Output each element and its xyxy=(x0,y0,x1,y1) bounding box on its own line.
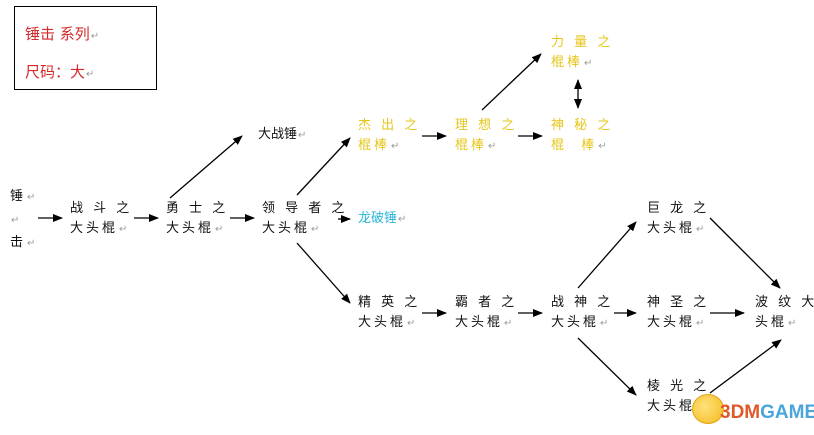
node-lingdao: 领 导 者 之 大头棍↵ xyxy=(262,199,347,240)
node-title: 勇 士 之 xyxy=(166,201,229,216)
edge-zhanshen-julong xyxy=(577,221,637,289)
node-zhanshen: 战 神 之 大头棍↵ xyxy=(551,293,613,334)
node-jiechu: 杰 出 之 棍棒↵ xyxy=(358,116,420,157)
node-subtitle: 大头棍↵ xyxy=(647,315,708,330)
paragraph-mark-icon: ↵ xyxy=(298,130,307,141)
paragraph-mark-icon: ↵ xyxy=(600,318,612,329)
paragraph-mark-icon: ↵ xyxy=(407,318,419,329)
node-subtitle: 棍棒↵ xyxy=(455,138,500,153)
edge-lingdao-jiechu xyxy=(296,137,351,196)
node-zhandou: 战 斗 之 大头棍↵ xyxy=(70,199,132,240)
node-julong: 巨 龙 之 大头棍↵ xyxy=(647,199,709,240)
paragraph-mark-icon: ↵ xyxy=(488,141,500,152)
node-subtitle: 棍 棒↵ xyxy=(551,138,610,153)
node-root-line1: 锤↵ xyxy=(10,189,39,204)
edge-julong-bowen xyxy=(709,217,781,289)
node-root: 锤↵ ↵ 击↵ xyxy=(10,186,38,255)
node-title: 龙破锤↵ xyxy=(358,211,407,226)
legend-size-text: 尺码：大 xyxy=(25,63,86,81)
legend-series-text: 锤击 系列 xyxy=(25,25,90,43)
legend-size: 尺码：大↵ xyxy=(25,61,94,82)
node-title: 理 想 之 xyxy=(455,118,518,133)
paragraph-mark-icon: ↵ xyxy=(696,224,708,235)
paragraph-mark-icon: ↵ xyxy=(27,192,39,203)
node-subtitle: 棍棒↵ xyxy=(551,55,596,70)
legend-box: 锤击 系列↵ 尺码：大↵ xyxy=(14,6,157,90)
node-root-line2: ↵ xyxy=(10,209,38,232)
mascot-bird-icon xyxy=(692,394,724,424)
node-title: 杰 出 之 xyxy=(358,118,421,133)
paragraph-mark-icon: ↵ xyxy=(11,215,23,226)
node-bazhe: 霸 者 之 大头棍↵ xyxy=(455,293,517,334)
paragraph-mark-icon: ↵ xyxy=(86,69,95,80)
paragraph-mark-icon: ↵ xyxy=(215,224,227,235)
node-title: 战 神 之 xyxy=(551,295,614,310)
node-title: 神 秘 之 xyxy=(551,118,614,133)
node-bowen: 波 纹 大 头棍↵ xyxy=(755,293,814,334)
node-subtitle: 大头棍↵ xyxy=(166,221,227,236)
paragraph-mark-icon: ↵ xyxy=(119,224,131,235)
paragraph-mark-icon: ↵ xyxy=(504,318,516,329)
node-subtitle: 大头棍↵ xyxy=(647,221,708,236)
node-title: 棱 光 之 xyxy=(647,379,710,394)
node-subtitle: 大头棍↵ xyxy=(455,315,516,330)
node-title: 战 斗 之 xyxy=(70,201,133,216)
node-title: 波 纹 大 xyxy=(755,295,814,310)
paragraph-mark-icon: ↵ xyxy=(584,58,596,69)
edge-yongshi-dazhanchui xyxy=(169,135,243,199)
node-subtitle: 大头棍↵ xyxy=(358,315,419,330)
edge-zhanshen-lengguang xyxy=(577,337,637,396)
node-title: 精 英 之 xyxy=(358,295,421,310)
node-title: 力 量 之 xyxy=(551,35,614,50)
node-subtitle: 棍棒↵ xyxy=(358,138,403,153)
node-title: 神 圣 之 xyxy=(647,295,710,310)
node-liliang: 力 量 之 棍棒↵ xyxy=(551,33,613,74)
node-root-line3: 击↵ xyxy=(10,235,39,250)
node-title: 领 导 者 之 xyxy=(262,201,348,216)
paragraph-mark-icon: ↵ xyxy=(27,238,39,249)
paragraph-mark-icon: ↵ xyxy=(788,318,800,329)
node-lixiang: 理 想 之 棍棒↵ xyxy=(455,116,517,157)
node-title: 霸 者 之 xyxy=(455,295,518,310)
node-subtitle: 大头棍↵ xyxy=(70,221,131,236)
node-dazhanchui: 大战锤↵ xyxy=(258,125,306,146)
paragraph-mark-icon: ↵ xyxy=(90,31,100,42)
legend-series: 锤击 系列↵ xyxy=(25,23,99,44)
paragraph-mark-icon: ↵ xyxy=(598,141,610,152)
watermark-logo-text: 3DMGAME xyxy=(720,402,814,423)
node-title: 大战锤↵ xyxy=(258,127,307,142)
paragraph-mark-icon: ↵ xyxy=(311,224,323,235)
node-subtitle: 头棍↵ xyxy=(755,315,800,330)
paragraph-mark-icon: ↵ xyxy=(391,141,403,152)
watermark: 3DMGAME xyxy=(690,392,814,432)
node-shenmi: 神 秘 之 棍 棒↵ xyxy=(551,116,613,157)
node-jingying: 精 英 之 大头棍↵ xyxy=(358,293,420,334)
edge-lixiang-liliang xyxy=(481,53,542,111)
node-longpo: 龙破锤↵ xyxy=(358,209,406,230)
edge-lengguang-bowen xyxy=(709,339,782,394)
node-subtitle: 大头棍↵ xyxy=(551,315,612,330)
node-yongshi: 勇 士 之 大头棍↵ xyxy=(166,199,228,240)
node-subtitle: 大头棍↵ xyxy=(262,221,323,236)
paragraph-mark-icon: ↵ xyxy=(398,214,407,225)
node-shensheng: 神 圣 之 大头棍↵ xyxy=(647,293,709,334)
edge-lingdao-jingying xyxy=(296,242,351,304)
node-title: 巨 龙 之 xyxy=(647,201,710,216)
paragraph-mark-icon: ↵ xyxy=(696,318,708,329)
